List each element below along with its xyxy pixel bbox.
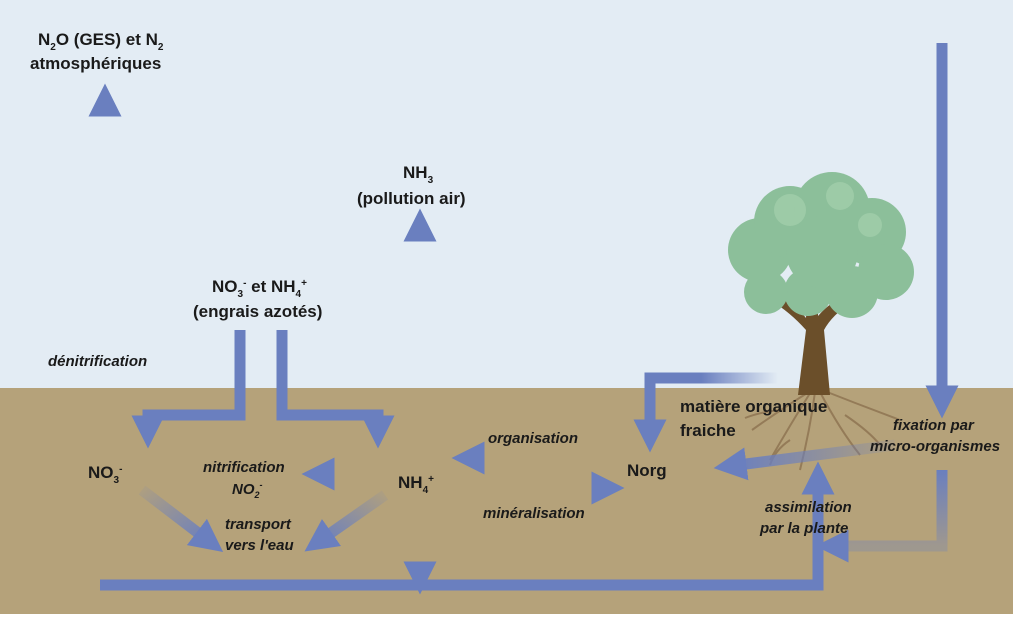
label-denitrification: dénitrification xyxy=(48,353,147,370)
label-assimilation: assimilation par la plante xyxy=(759,499,852,537)
svg-text:vers l'eau: vers l'eau xyxy=(225,537,294,554)
label-fixation: fixation par micro-organismes xyxy=(870,417,1000,455)
arrow-assimilation xyxy=(100,461,835,591)
svg-text:NO2-: NO2- xyxy=(232,480,263,500)
node-norg: Norg xyxy=(627,461,667,480)
label-nitrification: nitrification NO2- xyxy=(203,459,285,500)
arrow-fixation-to-norg xyxy=(713,439,896,481)
arrow-no3-to-water xyxy=(138,485,224,553)
label-transport: transport vers l'eau xyxy=(225,516,294,554)
node-fertilizer: NO3- et NH4+ (engrais azotés) xyxy=(193,277,322,321)
arrow-fixation-to-plant xyxy=(815,470,948,563)
svg-text:N2O (GES) et N2: N2O (GES) et N2 xyxy=(38,30,164,53)
svg-text:NH3: NH3 xyxy=(403,163,434,186)
svg-text:NO3- et NH4+: NO3- et NH4+ xyxy=(212,277,307,300)
arrow-fertilizer-to-no3 xyxy=(131,330,246,449)
svg-text:(engrais azotés): (engrais azotés) xyxy=(193,302,322,321)
node-no3: NO3- xyxy=(88,463,122,486)
soil xyxy=(0,388,1013,614)
svg-text:(pollution air): (pollution air) xyxy=(357,189,466,208)
svg-text:fixation par: fixation par xyxy=(893,417,975,434)
svg-text:nitrification: nitrification xyxy=(203,459,285,476)
svg-text:fraiche: fraiche xyxy=(680,421,736,440)
label-organisation: organisation xyxy=(488,430,578,447)
svg-text:matière organique: matière organique xyxy=(680,397,827,416)
node-n2o-atmospheric: N2O (GES) et N2 atmosphériques xyxy=(30,30,164,73)
node-nh3: NH3 (pollution air) xyxy=(357,163,466,208)
svg-text:atmosphériques: atmosphériques xyxy=(30,54,161,73)
arrow-matiere-to-norg xyxy=(633,372,778,453)
label-mineralisation: minéralisation xyxy=(483,505,585,522)
svg-text:micro-organismes: micro-organismes xyxy=(870,438,1000,455)
svg-text:transport: transport xyxy=(225,516,292,533)
arrow-nh4-to-water xyxy=(304,490,389,552)
node-nh4: NH4+ xyxy=(398,473,434,496)
svg-text:par la plante: par la plante xyxy=(759,520,848,537)
arrow-fertilizer-to-nh4 xyxy=(276,330,395,449)
node-organic-matter: matière organique fraiche xyxy=(680,397,827,440)
tree-icon xyxy=(728,172,914,471)
svg-text:assimilation: assimilation xyxy=(765,499,852,516)
